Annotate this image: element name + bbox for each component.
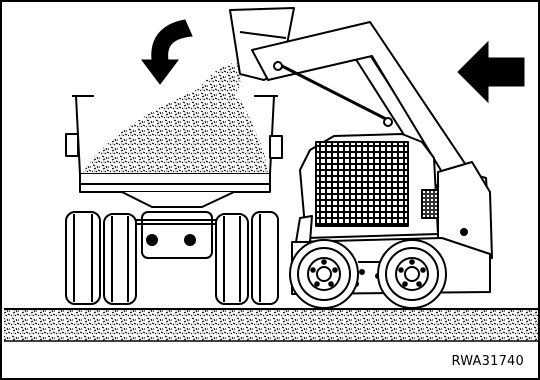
loader-front-wheel <box>290 240 358 308</box>
curved-arrow-down-icon <box>142 20 192 84</box>
truck-tire-right-outer <box>252 212 278 304</box>
arrow-left-icon <box>458 42 524 102</box>
truck-tire-right-inner <box>216 214 248 304</box>
gravel-ground <box>4 310 540 341</box>
figure-reference-code: RWA31740 <box>452 354 525 369</box>
gravel-load <box>82 84 268 174</box>
truck-tire-left-inner <box>104 214 136 304</box>
dump-truck <box>66 63 282 304</box>
cab-door-grille <box>316 142 408 226</box>
loader-rear-wheel <box>378 240 446 308</box>
truck-tire-left-outer <box>66 212 100 304</box>
